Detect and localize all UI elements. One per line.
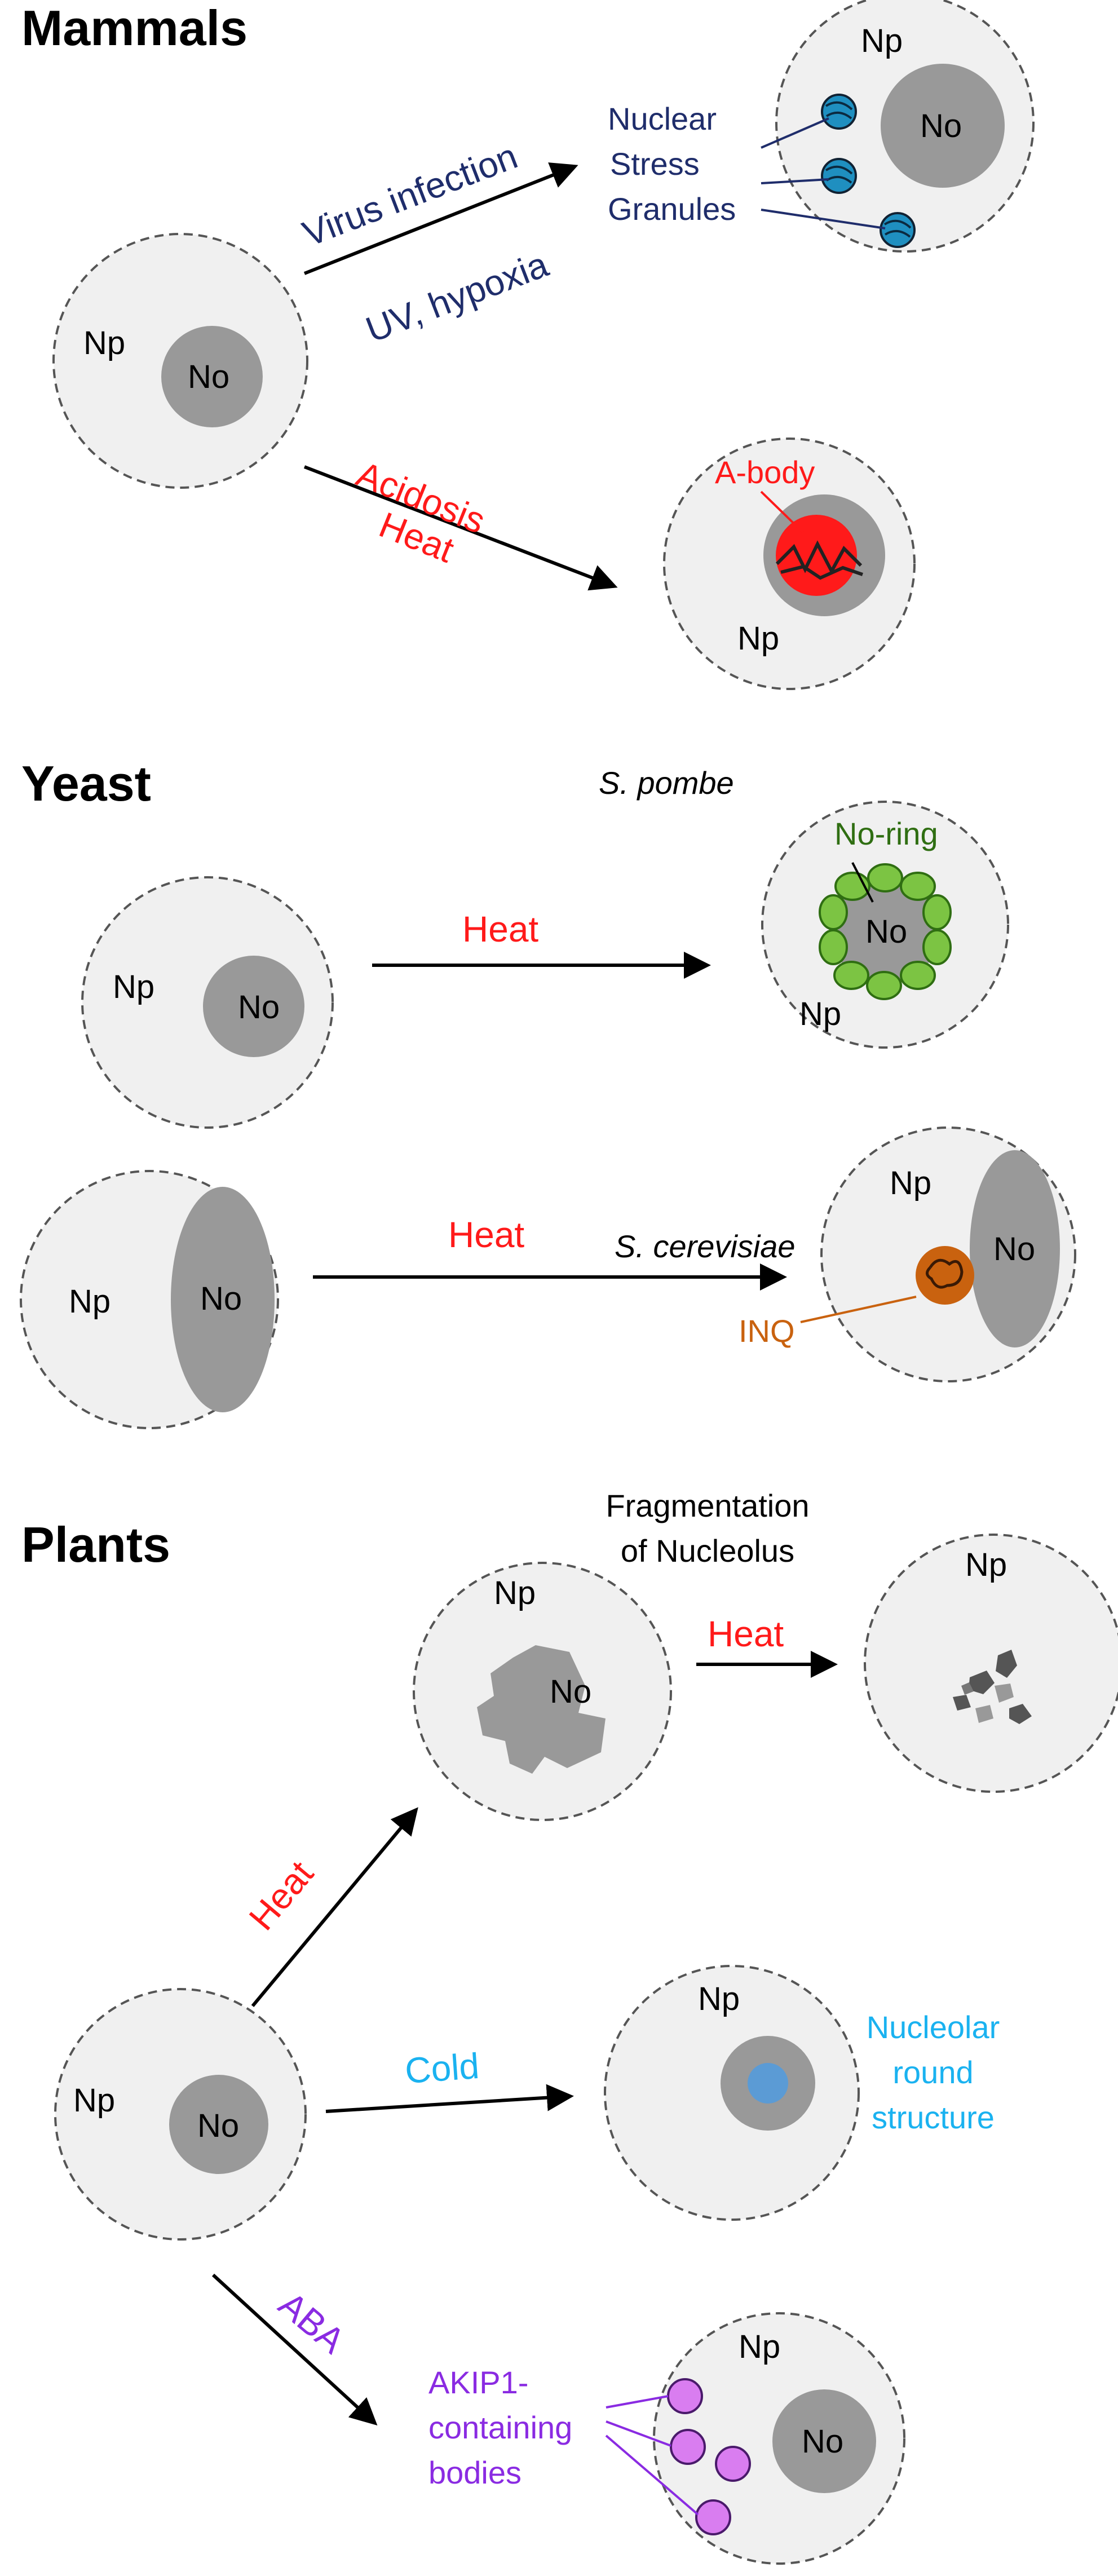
arrow-cold (325, 2084, 574, 2113)
label-no-ring: No-ring (834, 816, 938, 851)
label-heat-cerevisiae: Heat (448, 1214, 524, 1255)
label-fragmentation-line2: of Nucleolus (621, 1533, 794, 1568)
pointer-line (851, 862, 874, 903)
nucleolar-fragments (953, 1650, 1032, 1724)
label-fragmentation-line1: Fragmentation (606, 1488, 809, 1523)
label-cold: Cold (404, 2045, 480, 2091)
nuclear-stress-granule (821, 94, 857, 130)
np-label: Np (73, 2082, 115, 2119)
no-ring (819, 863, 952, 1000)
label-akip-line3: bodies (428, 2455, 522, 2490)
section-title-mammals: Mammals (21, 0, 248, 56)
pointer-line (605, 2434, 699, 2516)
plants-fragmenting-cell: Np No (413, 1562, 672, 1821)
plants-cold-cell: Np (604, 1965, 860, 2221)
np-label: Np (83, 325, 125, 361)
label-nrs-line2: round (892, 2054, 973, 2090)
cerevisiae-control-cell: Np No (20, 1170, 279, 1429)
np-label: Np (113, 969, 154, 1005)
plants-aba-cell: Np No (605, 2312, 905, 2565)
plants-section: Plants Fragmentation of Nucleolus Np No … (21, 1488, 1118, 2565)
pointer-line (761, 178, 829, 184)
np-label: Np (739, 2328, 780, 2365)
label-nsg-line1: Nuclear (608, 101, 717, 136)
inq-body (916, 1246, 974, 1305)
no-label: No (200, 1280, 242, 1317)
a-body (776, 515, 857, 596)
label-heat-fragmentation: Heat (708, 1614, 784, 1654)
plants-control-cell: Np No (54, 1988, 307, 2241)
label-nrs-line3: structure (872, 2100, 995, 2135)
a-body-fibers (775, 540, 863, 580)
arrow-acidosis (303, 465, 618, 591)
pointer-line (800, 1296, 917, 1323)
label-s-cerevisiae: S. cerevisiae (615, 1229, 796, 1264)
np-label: Np (890, 1165, 931, 1201)
pointer-line (760, 491, 805, 534)
np-label: Np (737, 620, 779, 657)
pointer-line (606, 2420, 671, 2447)
mammals-nsg-cell: Np No (761, 0, 1035, 253)
yeast-section: Yeast S. pombe Np No Heat (20, 755, 1076, 1429)
np-label: Np (69, 1283, 111, 1320)
section-title-yeast: Yeast (21, 755, 151, 811)
label-a-body: A-body (715, 454, 815, 490)
label-nrs-line1: Nucleolar (867, 2009, 1000, 2045)
np-label: Np (698, 1981, 740, 2017)
no-label: No (920, 108, 962, 144)
np-label: Np (494, 1575, 536, 1611)
fragmenting-nucleolus (477, 1645, 606, 1774)
akip1-bodies (667, 2378, 751, 2535)
plants-fragmented-cell: Np (864, 1534, 1118, 1793)
pointer-line (606, 2395, 669, 2409)
np-label: Np (799, 996, 841, 1032)
label-akip-line1: AKIP1- (428, 2365, 528, 2400)
label-heat-plants: Heat (241, 1853, 321, 1938)
label-virus-infection: Virus infection (297, 135, 523, 254)
pointer-line (761, 117, 829, 149)
np-label: Np (861, 23, 903, 59)
arrow-aba (211, 2273, 378, 2426)
no-label: No (238, 989, 280, 1026)
arrow-heat-plants (251, 1807, 418, 2007)
nuclear-stress-granule (880, 212, 916, 248)
no-label: No (188, 359, 229, 395)
label-nsg-line3: Granules (608, 191, 736, 227)
np-label: Np (965, 1547, 1007, 1583)
label-inq: INQ (739, 1313, 795, 1349)
mammals-control-cell: Np No (52, 233, 308, 489)
nucleolar-round-structure (748, 2063, 788, 2104)
mammals-abody-cell: A-body Np (663, 438, 916, 690)
label-nsg-line2: Stress (610, 146, 700, 182)
pombe-control-cell: Np No (81, 876, 334, 1129)
arrow-virus (303, 162, 578, 275)
cerevisiae-inq-cell: INQ Np No (739, 1126, 1076, 1382)
section-title-plants: Plants (21, 1517, 170, 1572)
nuclear-stress-granule (821, 158, 857, 194)
no-label: No (865, 913, 907, 950)
label-s-pombe: S. pombe (599, 765, 734, 801)
label-aba: ABA (271, 2284, 353, 2362)
no-label: No (993, 1231, 1035, 1267)
pombe-noring-cell: No-ring No Np (761, 801, 1009, 1049)
label-uv-hypoxia: UV, hypoxia (360, 244, 554, 350)
no-label: No (802, 2423, 843, 2460)
label-heat-pombe: Heat (462, 909, 538, 949)
label-akip-line2: containing (428, 2410, 572, 2445)
mammals-section: Mammals Np No Virus infection UV, hypoxi… (21, 0, 1035, 690)
no-label: No (197, 2107, 239, 2144)
pointer-line (761, 209, 886, 229)
no-label: No (550, 1673, 591, 1710)
